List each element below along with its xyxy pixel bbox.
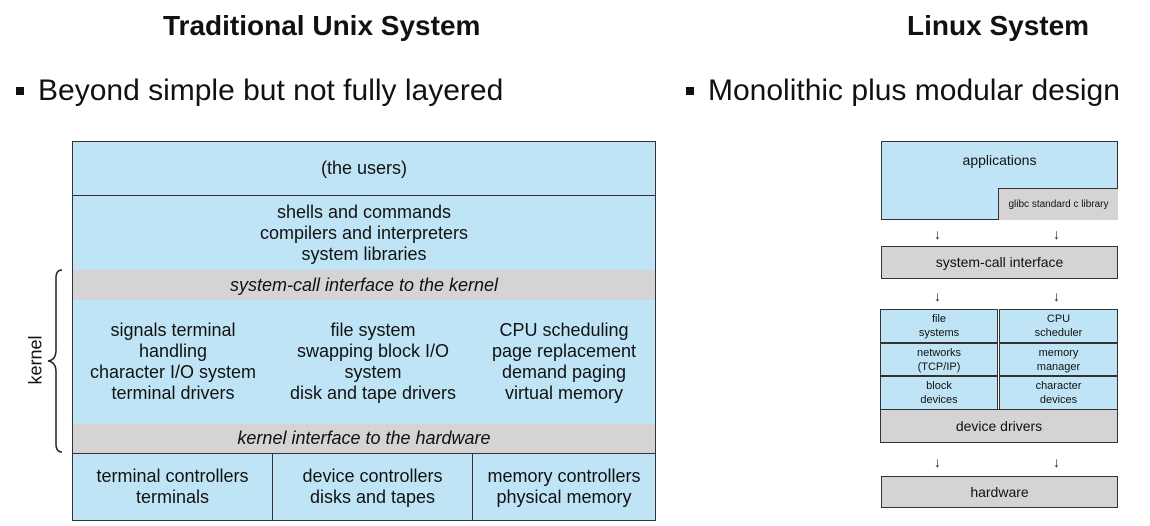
unix-diagram: (the users) shells and commands compiler… <box>72 141 656 521</box>
libraries-line: system libraries <box>301 243 427 264</box>
hardware-line: disks and tapes <box>309 487 436 507</box>
module-line: block <box>926 380 952 392</box>
hardware-col-memory: memory controllers physical memory <box>473 454 655 520</box>
users-layer: (the users) <box>73 142 655 196</box>
shells-line: shells and commands <box>276 201 452 222</box>
module-line: (TCP/IP) <box>917 360 961 373</box>
module-line: character <box>1035 380 1082 392</box>
kernel-line: file system <box>330 320 416 340</box>
kernel-line: signals terminal <box>110 320 236 340</box>
device-drivers-box: device drivers <box>880 409 1118 443</box>
hardware-line: terminal controllers <box>96 466 249 486</box>
module-line: devices <box>1039 394 1078 406</box>
hardware-col-terminal: terminal controllers terminals <box>73 454 273 520</box>
glibc-label: glibc standard c library <box>1008 199 1109 210</box>
linux-hardware-box: hardware <box>881 476 1118 508</box>
hardware-line: terminals <box>135 487 210 507</box>
module-line: systems <box>918 327 960 339</box>
linux-title: Linux System <box>907 10 1090 41</box>
hardware-line: memory controllers <box>487 466 641 486</box>
arrow-down-icon: ↓ <box>1053 226 1060 242</box>
kernel-line: page replacement <box>491 341 637 361</box>
arrow-down-icon: ↓ <box>1053 454 1060 470</box>
compilers-line: compilers and interpreters <box>259 222 469 243</box>
kernel-line: demand paging <box>501 362 627 382</box>
bullet-square-icon <box>16 87 24 95</box>
kernel-line: CPU scheduling <box>499 320 629 340</box>
device-drivers-label: device drivers <box>955 417 1043 434</box>
kernel-line: character I/O system <box>89 362 257 382</box>
module-line: memory <box>1038 346 1079 359</box>
linux-syscall-box: system-call interface <box>881 246 1118 279</box>
syscall-interface-layer: system-call interface to the kernel <box>73 270 655 300</box>
kernel-label-wrap: kernel <box>22 335 50 384</box>
linux-syscall-label: system-call interface <box>935 254 1064 270</box>
module-line: file <box>931 313 947 325</box>
arrow-down-icon: ↓ <box>934 226 941 242</box>
hardware-layer: terminal controllers terminals device co… <box>73 454 655 520</box>
kernel-layer: signals terminal handling character I/O … <box>73 300 655 424</box>
arrow-down-icon: ↓ <box>1053 288 1060 304</box>
module-line: CPU <box>1046 313 1071 325</box>
bullet-square-icon <box>686 87 694 95</box>
module-line: manager <box>1036 360 1081 373</box>
kernel-line: swapping block I/O <box>296 341 450 361</box>
kernel-line: handling <box>138 341 208 361</box>
hw-interface-label: kernel interface to the hardware <box>237 428 491 448</box>
hardware-line: physical memory <box>496 487 632 507</box>
linux-bullet: Monolithic plus modular design <box>686 74 1120 108</box>
module-line: scheduler <box>1034 327 1083 339</box>
module-memory-manager: memory manager <box>999 343 1118 376</box>
module-cpu-scheduler: CPU scheduler <box>999 309 1118 343</box>
syscall-label: system-call interface to the kernel <box>229 274 499 295</box>
unix-bullet: Beyond simple but not fully layered <box>16 74 503 108</box>
hardware-interface-layer: kernel interface to the hardware <box>73 424 655 454</box>
arrow-down-icon: ↓ <box>934 288 941 304</box>
hardware-col-device: device controllers disks and tapes <box>273 454 473 520</box>
kernel-label: kernel <box>25 335 46 385</box>
glibc-box: glibc standard c library <box>998 188 1118 220</box>
shells-layer: shells and commands compilers and interp… <box>73 196 655 270</box>
arrow-down-icon: ↓ <box>934 454 941 470</box>
kernel-line: terminal drivers <box>111 383 235 403</box>
module-character-devices: character devices <box>999 376 1118 410</box>
applications-label: applications <box>962 152 1037 168</box>
kernel-col-filesystem: file system swapping block I/O system di… <box>273 300 473 424</box>
kernel-brace-icon <box>47 269 63 453</box>
kernel-line: virtual memory <box>504 383 624 403</box>
kernel-modules-grid: file systems CPU scheduler networks (TCP… <box>880 309 1118 410</box>
kernel-line: disk and tape drivers <box>289 383 457 403</box>
kernel-col-cpu: CPU scheduling page replacement demand p… <box>473 300 655 424</box>
module-file-systems: file systems <box>880 309 998 343</box>
kernel-line: system <box>344 362 402 382</box>
linux-bullet-text: Monolithic plus modular design <box>708 74 1120 107</box>
module-networks: networks (TCP/IP) <box>880 343 998 376</box>
applications-box: applications glibc standard c library <box>881 141 1118 220</box>
hardware-line: device controllers <box>302 466 443 486</box>
linux-hardware-label: hardware <box>970 483 1029 500</box>
unix-title: Traditional Unix System <box>163 10 481 41</box>
module-block-devices: block devices <box>880 376 998 410</box>
module-line: networks <box>916 346 962 359</box>
unix-bullet-text: Beyond simple but not fully layered <box>38 74 504 107</box>
kernel-col-signals: signals terminal handling character I/O … <box>73 300 273 424</box>
module-line: devices <box>920 394 958 406</box>
users-label: (the users) <box>320 158 408 178</box>
